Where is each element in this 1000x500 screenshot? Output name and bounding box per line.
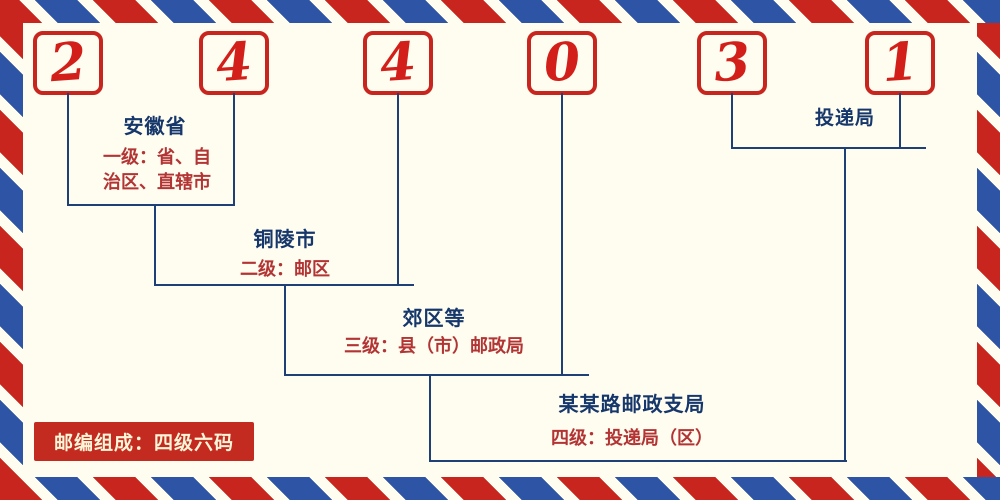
connector-riser-2-3: [284, 284, 286, 376]
connector-digit6-drop: [899, 93, 901, 149]
connector-riser-3-4: [429, 374, 431, 462]
connector-delivery-longdrop: [844, 147, 846, 462]
digit-2: 4: [213, 30, 255, 95]
group1-desc: 一级：省、自治区、直辖市: [103, 147, 211, 193]
group2-name: 铜陵市: [253, 227, 317, 251]
airmail-border-right: [977, 0, 1000, 500]
digit-box-3: 4: [363, 31, 433, 95]
digit-1: 2: [47, 30, 89, 95]
connector-digit3-drop: [397, 93, 399, 285]
connector-delivery-bracket: [731, 147, 926, 149]
group3-name: 郊区等: [402, 306, 466, 330]
delivery-office-label: 投递局: [814, 107, 875, 129]
digit-box-6: 1: [865, 31, 935, 95]
connector-digit1-drop: [67, 93, 69, 205]
group4-name: 某某路邮政支局: [558, 392, 706, 416]
digit-box-5: 3: [697, 31, 767, 95]
digit-3: 4: [377, 30, 419, 95]
digit-6: 1: [879, 30, 921, 95]
connector-digit5-drop: [731, 93, 733, 149]
digit-box-1: 2: [33, 31, 103, 95]
connector-level4-tread: [429, 460, 847, 462]
digit-box-2: 4: [199, 31, 269, 95]
airmail-border-bottom: [0, 477, 1000, 500]
connector-digit4-drop: [561, 93, 563, 375]
group4-desc: 四级：投递局（区）: [551, 428, 713, 449]
connector-digit2-drop: [233, 93, 235, 205]
digit-5: 3: [711, 30, 753, 95]
airmail-border-top: [0, 0, 1000, 23]
digit-4: 0: [541, 30, 583, 95]
connector-level3-tread: [284, 374, 589, 376]
group3-desc: 三级：县（市）邮政局: [344, 336, 524, 357]
connector-level1-tread: [67, 204, 235, 206]
footer-badge: 邮编组成：四级六码: [34, 422, 255, 461]
group2-desc: 二级：邮区: [240, 259, 330, 280]
digit-box-4: 0: [527, 31, 597, 95]
airmail-border-left: [0, 0, 23, 500]
group1-name: 安徽省: [123, 114, 187, 138]
connector-riser-1-2: [154, 204, 156, 286]
